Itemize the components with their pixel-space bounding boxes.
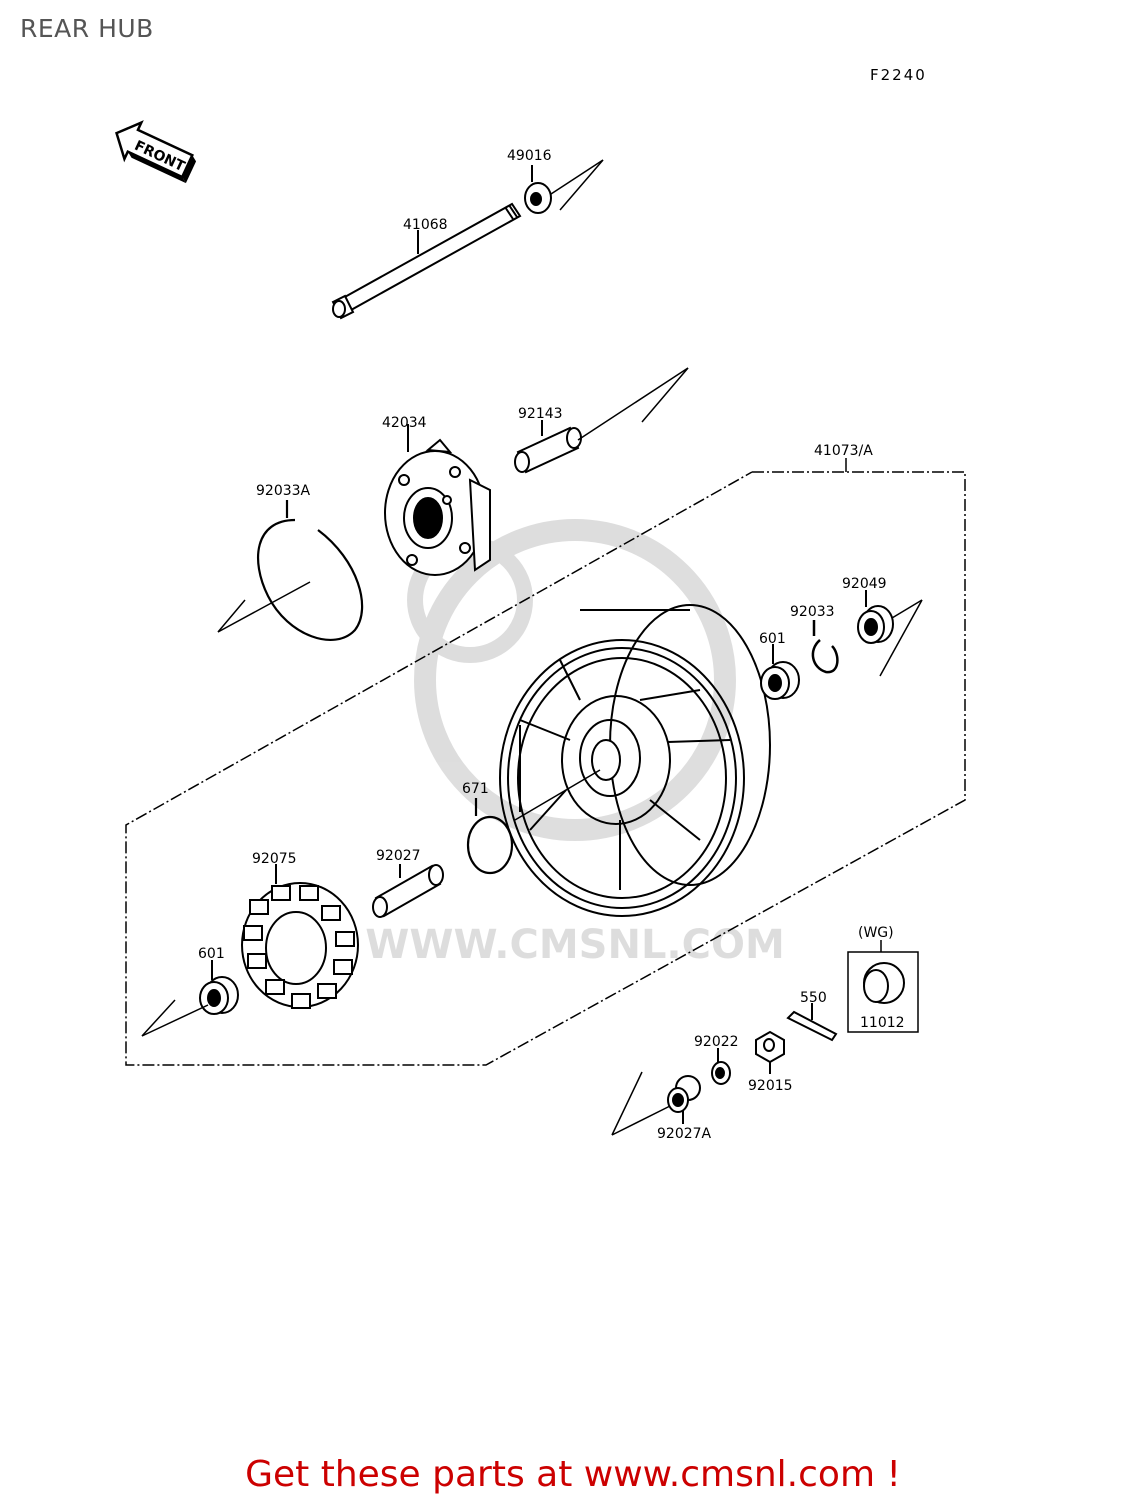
part-label-41073A: 41073/A bbox=[814, 443, 873, 459]
part-label-92027: 92027 bbox=[376, 848, 421, 864]
coupling-42034 bbox=[384, 424, 491, 576]
wheel-assembly-frame bbox=[125, 458, 966, 1066]
part-label-601-right: 601 bbox=[759, 631, 786, 647]
o-ring-671 bbox=[466, 798, 514, 875]
part-label-92022: 92022 bbox=[694, 1034, 739, 1050]
part-label-92033: 92033 bbox=[790, 604, 835, 620]
bushing-11012-box bbox=[847, 940, 919, 1033]
part-label-42034: 42034 bbox=[382, 415, 427, 431]
part-label-92015: 92015 bbox=[748, 1078, 793, 1094]
axle-41068 bbox=[331, 202, 522, 320]
part-label-41068: 41068 bbox=[403, 217, 448, 233]
collar-92027 bbox=[372, 864, 444, 918]
figure-code: F2240 bbox=[870, 66, 927, 84]
part-label-wg: (WG) bbox=[858, 925, 894, 941]
part-label-671: 671 bbox=[462, 781, 489, 797]
watermark-text: WWW.CMSNL.COM bbox=[365, 922, 785, 968]
nut-92015 bbox=[755, 1030, 785, 1074]
part-label-550: 550 bbox=[800, 990, 827, 1006]
part-label-601-left: 601 bbox=[198, 946, 225, 962]
damper-92075 bbox=[241, 864, 359, 1009]
collar-92027A bbox=[611, 1071, 701, 1136]
bearing-601-left bbox=[141, 960, 239, 1037]
washer-92022 bbox=[711, 1048, 731, 1085]
part-label-49016: 49016 bbox=[507, 148, 552, 164]
nut-49016 bbox=[524, 159, 604, 214]
part-label-11012: 11012 bbox=[860, 1015, 905, 1031]
front-arrow-icon: FRONT bbox=[115, 120, 197, 184]
part-label-92049: 92049 bbox=[842, 576, 887, 592]
part-label-92033A: 92033A bbox=[256, 483, 311, 499]
seal-92049 bbox=[857, 590, 923, 677]
page-title: REAR HUB bbox=[20, 14, 154, 43]
part-label-92143: 92143 bbox=[518, 406, 563, 422]
watermark: WWW.CMSNL.COM bbox=[365, 519, 785, 968]
part-label-92075: 92075 bbox=[252, 851, 297, 867]
collar-92143 bbox=[514, 367, 689, 474]
part-label-92027A: 92027A bbox=[657, 1126, 712, 1142]
circlip-92033A bbox=[217, 500, 364, 641]
footer-promo-link[interactable]: Get these parts at www.cmsnl.com ! bbox=[245, 1454, 901, 1495]
circlip-92033 bbox=[811, 620, 839, 674]
rear-wheel bbox=[499, 604, 771, 917]
cotter-pin-550 bbox=[786, 1003, 838, 1042]
bearing-601-right bbox=[760, 644, 800, 700]
